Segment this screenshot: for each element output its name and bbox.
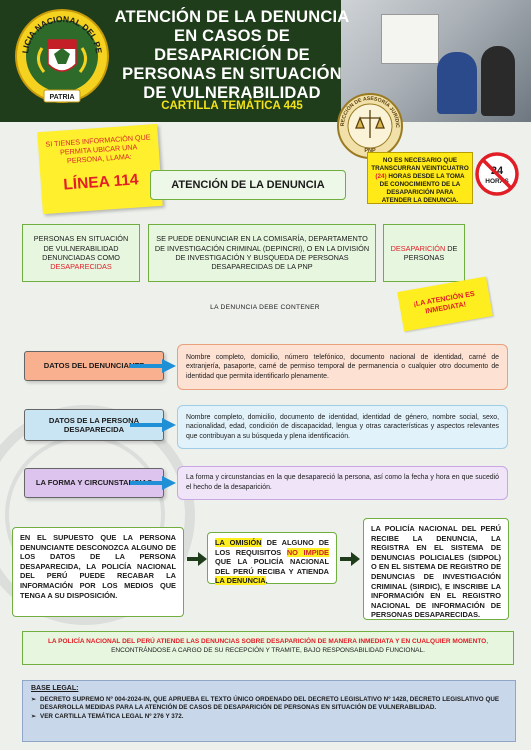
arrow-right-icon <box>130 476 176 490</box>
registration-box: LA POLICÍA NACIONAL DEL PERÚ RECIBE LA D… <box>363 518 509 620</box>
desc-circumstances: La forma y circunstancias en la que desa… <box>177 466 508 500</box>
photo-officer <box>481 46 515 116</box>
page-subtitle: CARTILLA TEMÁTICA 445 <box>161 100 303 112</box>
section-title: ATENCIÓN DE LA DENUNCIA <box>150 170 346 200</box>
disappearance-box: DESAPARICIÓN DE PERSONAS <box>383 224 465 282</box>
svg-text:HORAS: HORAS <box>485 178 509 185</box>
photo-citizen <box>437 52 477 114</box>
label-complainant-data: DATOS DEL DENUNCIANTE <box>24 351 164 381</box>
unknown-data-box: EN EL SUPUESTO QUE LA PERSONA DENUNCIANT… <box>12 527 184 617</box>
hotline-number: LÍNEA 114 <box>62 171 140 194</box>
legal-basis-item: DECRETO SUPREMO Nº 004-2024-IN, QUE APRU… <box>31 696 507 712</box>
pnp-logo-icon: POLICIA NACIONAL DEL PERU PATRIA <box>14 4 109 103</box>
omission-box: LA OMISIÓN DE ALGUNO DE LOS REQUISITOS N… <box>207 532 337 586</box>
flow-arrow-icon <box>340 552 360 566</box>
svg-text:PNP: PNP <box>364 148 376 154</box>
legal-basis-panel: BASE LEGAL: DECRETO SUPREMO Nº 004-2024-… <box>22 680 516 742</box>
vulnerable-persons-box: PERSONAS EN SITUACIÓN DE VULNERABILIDAD … <box>22 224 140 282</box>
desc-complainant-data: Nombre completo, domicilio, número telef… <box>177 344 508 390</box>
direccion-asesoria-seal-icon: DIRECCIÓN DE ASESORÍA JURÍDICA PNP <box>336 92 403 159</box>
hotline-sticky-note: SI TIENES INFORMACIÓN QUE PERMITA UBICAR… <box>37 123 163 215</box>
label-missing-person-data: DATOS DE LA PERSONA DESAPARECIDA <box>24 409 164 441</box>
photo-document <box>381 14 439 64</box>
flow-arrow-icon <box>187 552 207 566</box>
legal-basis-item: VER CARTILLA TEMÁTICA LEGAL Nº 276 Y 372… <box>31 713 507 721</box>
arrow-right-icon <box>130 418 176 432</box>
no-24h-requirement-note: NO ES NECESARIO QUE TRANSCURRAN VEINTICU… <box>367 152 473 204</box>
immediate-attention-note: LA POLICÍA NACIONAL DEL PERÚ ATIENDE LAS… <box>22 631 514 665</box>
report-contents-heading: LA DENUNCIA DEBE CONTENER <box>210 304 320 311</box>
where-to-report-box: SE PUEDE DENUNCIAR EN LA COMISARÍA, DEPA… <box>148 224 376 282</box>
svg-text:PATRIA: PATRIA <box>49 94 74 101</box>
page-title: ATENCIÓN DE LA DENUNCIA EN CASOS DE DESA… <box>114 8 350 102</box>
desc-missing-person-data: Nombre completo, domicilio, documento de… <box>177 405 508 449</box>
header-banner: POLICIA NACIONAL DEL PERU PATRIA ATENCIÓ… <box>0 0 531 122</box>
svg-text:24: 24 <box>491 165 504 177</box>
immediate-attention-stamp: ¡LA ATENCIÓN ES INMEDIATA! <box>397 276 493 332</box>
no-24-hours-icon: 24 HORAS <box>475 152 519 196</box>
arrow-right-icon <box>130 359 176 373</box>
hotline-prompt: SI TIENES INFORMACIÓN QUE PERMITA UBICAR… <box>45 132 151 166</box>
legal-basis-title: BASE LEGAL: <box>31 685 79 692</box>
